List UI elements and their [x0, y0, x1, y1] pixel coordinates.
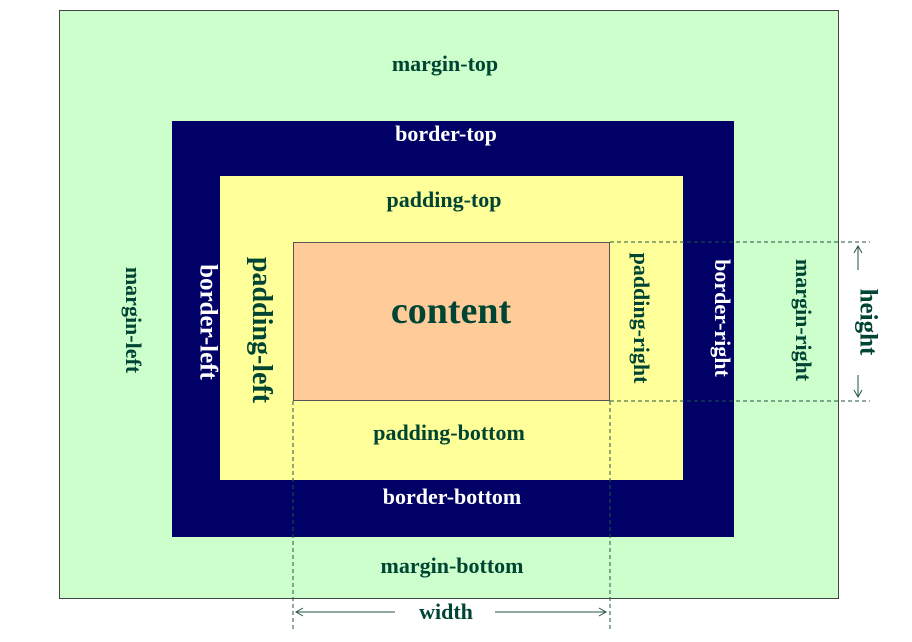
border-bottom-label: border-bottom — [382, 484, 522, 509]
height-arrow-top-head — [853, 244, 863, 254]
content-label: content — [390, 290, 512, 332]
width-label: width — [419, 599, 473, 624]
padding-top-label: padding-top — [386, 187, 502, 212]
content-area — [293, 242, 610, 401]
margin-top-label: margin-top — [391, 51, 499, 76]
border-top-label: border-top — [395, 121, 497, 146]
padding-bottom-label: padding-bottom — [373, 420, 525, 445]
height-label: height — [854, 288, 882, 356]
margin-bottom-label: margin-bottom — [380, 553, 524, 578]
width-arrow-left-head — [294, 607, 304, 617]
height-arrow-bottom-head — [853, 389, 863, 399]
width-arrow-right-head — [598, 607, 608, 617]
